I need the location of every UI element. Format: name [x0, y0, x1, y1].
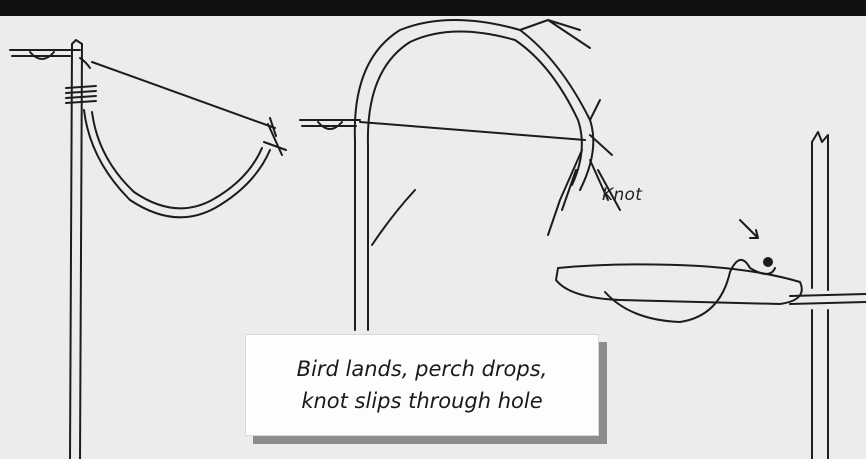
- panel-knot-holds: [300, 20, 620, 330]
- post-1: [70, 44, 82, 459]
- caption-line-1: Bird lands, perch drops,: [297, 353, 548, 385]
- panel-trigger-detail: [556, 132, 866, 459]
- knot-label: Knot: [602, 185, 642, 205]
- caption-box: Bird lands, perch drops, knot slips thro…: [245, 334, 599, 436]
- hole-crossbar: [790, 294, 866, 304]
- stake-lower: [812, 310, 828, 459]
- sapling-arch: [355, 20, 594, 330]
- side-twig: [372, 190, 415, 245]
- knot-dot: [763, 257, 773, 267]
- knot-loops: [605, 260, 775, 322]
- caption-line-2: knot slips through hole: [301, 385, 542, 417]
- perch-stick-1: [10, 50, 80, 59]
- perch-stick-2: [300, 120, 360, 129]
- pointer-arrow: [740, 220, 758, 238]
- tension-line-1: [92, 62, 275, 128]
- knot-1: [264, 118, 286, 155]
- perch-loop: [556, 264, 802, 304]
- trigger-line: [360, 122, 585, 140]
- bent-sapling-1: [84, 110, 270, 217]
- stake: [812, 132, 828, 290]
